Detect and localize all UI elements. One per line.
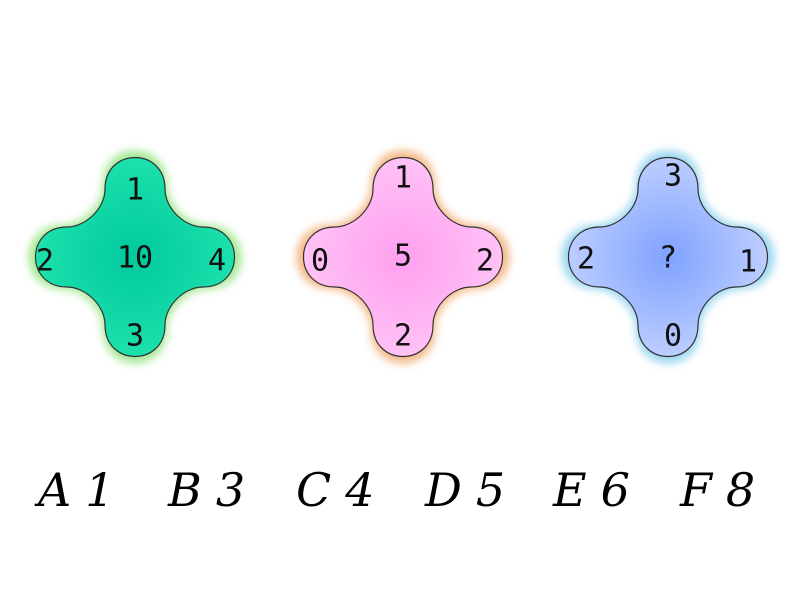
flower-green-bottom-number: 3 [126, 319, 144, 354]
flower-pink-top-number: 1 [394, 161, 412, 196]
flower-blue-center-number: ? [659, 241, 677, 276]
option-a[interactable]: A 1 [38, 450, 115, 530]
option-e-letter: E [553, 463, 587, 517]
flower-pink-center-number: 5 [394, 239, 412, 274]
option-a-value: 1 [85, 463, 115, 517]
option-d-value: 5 [475, 463, 506, 517]
flower-green-right-number: 4 [208, 244, 226, 279]
option-c-value: 4 [345, 463, 375, 517]
option-a-letter: A [38, 463, 72, 517]
puzzle-figures: 1 2 10 4 3 1 0 5 2 2 3 2 ? 1 0 [28, 150, 775, 364]
option-b-value: 3 [215, 463, 246, 517]
flower-pink-shape [302, 156, 504, 358]
flower-green-shape [34, 156, 236, 358]
flower-pink: 1 0 5 2 2 [296, 150, 510, 364]
flower-pink-right-number: 2 [476, 244, 494, 279]
option-d[interactable]: D 5 [425, 450, 505, 530]
flower-blue-shape [567, 156, 769, 358]
option-f-value: 8 [725, 463, 756, 517]
option-b-letter: B [168, 463, 202, 517]
option-c-letter: C [296, 463, 332, 517]
option-d-letter: D [425, 463, 462, 517]
flower-blue: 3 2 ? 1 0 [561, 150, 775, 364]
option-e[interactable]: E 6 [553, 450, 630, 530]
option-f[interactable]: F 8 [680, 450, 755, 530]
option-c[interactable]: C 4 [296, 450, 374, 530]
flower-green-center-number: 10 [117, 241, 153, 276]
flower-green-top-number: 1 [126, 173, 144, 208]
flower-green: 1 2 10 4 3 [28, 150, 242, 364]
flower-blue-bottom-number: 0 [664, 319, 682, 354]
flower-pink-left-number: 0 [311, 244, 329, 279]
option-e-value: 6 [600, 463, 630, 517]
answer-options: A 1 B 3 C 4 D 5 E 6 F 8 [0, 450, 800, 530]
flower-green-left-number: 2 [36, 244, 54, 279]
flower-blue-left-number: 2 [577, 242, 595, 277]
flower-pink-bottom-number: 2 [394, 319, 412, 354]
flower-blue-right-number: 1 [739, 245, 757, 280]
option-f-letter: F [680, 463, 712, 517]
flower-blue-top-number: 3 [664, 159, 682, 194]
option-b[interactable]: B 3 [168, 450, 245, 530]
